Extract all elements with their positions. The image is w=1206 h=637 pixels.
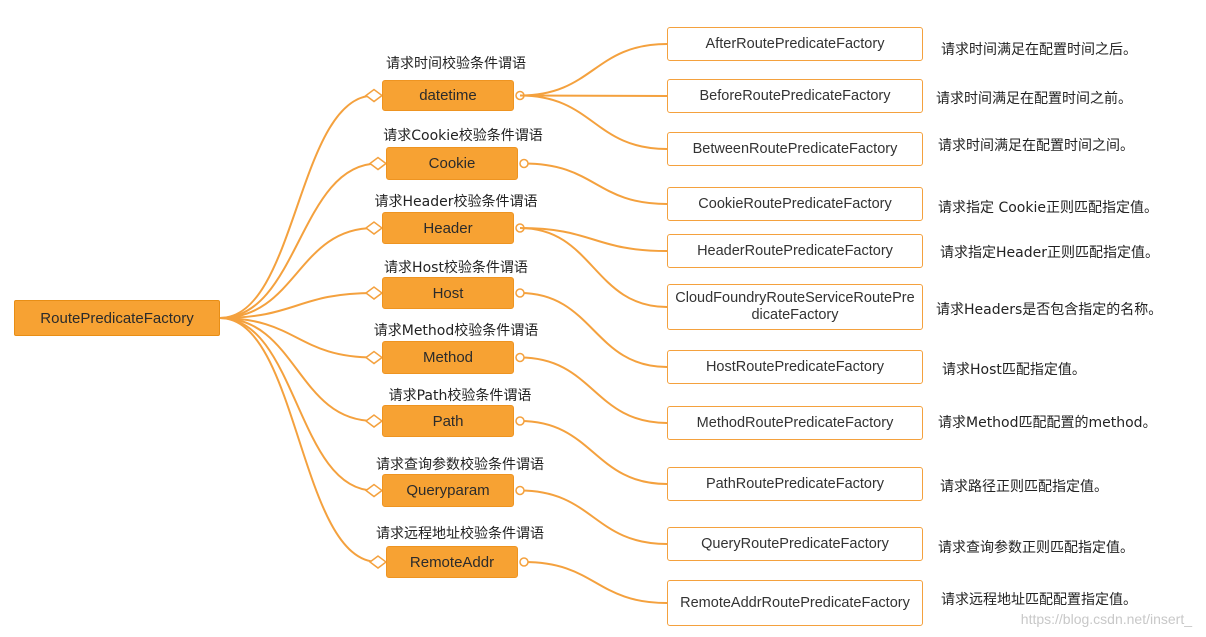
category-caption-host: 请求Host校验条件谓语 [384, 260, 528, 276]
factory-node-method: MethodRoutePredicateFactory [667, 406, 923, 440]
factory-desc-after: 请求时间满足在配置时间之后。 [941, 42, 1137, 58]
edge-header-to-header [519, 227, 668, 252]
factory-node-header: HeaderRoutePredicateFactory [667, 234, 923, 268]
factory-node-host: HostRoutePredicateFactory [667, 350, 923, 384]
category-node-header: Header [382, 212, 514, 244]
edge-root-to-host [219, 292, 375, 319]
connector-dot-path [515, 416, 525, 426]
factory-node-before: BeforeRoutePredicateFactory [667, 79, 923, 113]
edge-path-to-path [519, 420, 668, 485]
factory-node-remoteaddr: RemoteAddrRoutePredicateFactory [667, 580, 923, 626]
edge-remoteaddr-to-remoteaddr [523, 561, 668, 604]
connector-diamond-method [364, 350, 384, 365]
factory-desc-query: 请求查询参数正则匹配指定值。 [938, 540, 1134, 556]
watermark: https://blog.csdn.net/insert_ [1020, 611, 1192, 627]
factory-node-cookie: CookieRoutePredicateFactory [667, 187, 923, 221]
factory-desc-cookie: 请求指定 Cookie正则匹配指定值。 [938, 200, 1158, 216]
connector-dot-queryparam [515, 485, 525, 496]
connector-dot-header [515, 223, 525, 233]
factory-desc-header: 请求指定Header正则匹配指定值。 [940, 245, 1159, 261]
category-caption-method: 请求Method校验条件谓语 [373, 323, 539, 339]
factory-desc-host: 请求Host匹配指定值。 [942, 362, 1086, 378]
factory-desc-path: 请求路径正则匹配指定值。 [940, 479, 1108, 495]
connector-diamond-host [364, 286, 384, 300]
edge-host-to-host [519, 292, 668, 368]
connector-dot-cookie [519, 158, 529, 169]
connector-dot-remoteaddr [519, 557, 529, 567]
edge-datetime-to-before [519, 94, 668, 97]
category-node-path: Path [382, 405, 514, 437]
connector-diamond-remoteaddr [368, 555, 388, 569]
edge-root-to-datetime [219, 94, 375, 319]
factory-desc-method: 请求Method匹配配置的method。 [938, 415, 1157, 431]
factory-node-query: QueryRoutePredicateFactory [667, 527, 923, 561]
factory-desc-cloudfoundry: 请求Headers是否包含指定的名称。 [936, 302, 1163, 318]
edge-root-to-method [219, 317, 375, 359]
edge-root-to-header [219, 227, 375, 319]
factory-node-after: AfterRoutePredicateFactory [667, 27, 923, 61]
factory-desc-before: 请求时间满足在配置时间之前。 [936, 91, 1132, 107]
connector-dot-datetime [515, 90, 525, 101]
edge-cookie-to-cookie [523, 162, 668, 205]
factory-node-cloudfoundry: CloudFoundryRouteServiceRoutePredicateFa… [667, 284, 923, 330]
category-caption-path: 请求Path校验条件谓语 [388, 388, 532, 404]
category-node-host: Host [382, 277, 514, 309]
edge-root-to-cookie [219, 162, 379, 319]
factory-desc-remoteaddr: 请求远程地址匹配配置指定值。 [941, 592, 1137, 608]
connector-diamond-queryparam [364, 483, 384, 498]
category-caption-cookie: 请求Cookie校验条件谓语 [383, 128, 543, 144]
category-node-method: Method [382, 341, 514, 374]
category-caption-queryparam: 请求查询参数校验条件谓语 [376, 457, 544, 473]
edge-root-to-remoteaddr [219, 317, 379, 563]
factory-desc-between: 请求时间满足在配置时间之间。 [938, 138, 1134, 154]
connector-diamond-header [364, 221, 384, 235]
edge-method-to-method [519, 356, 668, 424]
edge-root-to-queryparam [219, 317, 375, 492]
connector-diamond-cookie [368, 156, 388, 171]
connector-dot-method [515, 352, 525, 363]
category-node-queryparam: Queryparam [382, 474, 514, 507]
category-caption-datetime: 请求时间校验条件谓语 [386, 56, 526, 72]
factory-node-path: PathRoutePredicateFactory [667, 467, 923, 501]
category-node-remoteaddr: RemoteAddr [386, 546, 518, 578]
root-node: RoutePredicateFactory [14, 300, 220, 336]
edge-root-to-path [219, 317, 375, 422]
category-node-datetime: datetime [382, 80, 514, 111]
edge-header-to-cloudfoundry [519, 227, 668, 308]
edge-datetime-to-after [519, 43, 668, 97]
connector-dot-host [515, 288, 525, 298]
factory-node-between: BetweenRoutePredicateFactory [667, 132, 923, 166]
category-node-cookie: Cookie [386, 147, 518, 180]
category-caption-remoteaddr: 请求远程地址校验条件谓语 [376, 526, 544, 542]
category-caption-header: 请求Header校验条件谓语 [374, 194, 538, 210]
connector-diamond-datetime [364, 88, 384, 103]
connector-diamond-path [364, 414, 384, 428]
